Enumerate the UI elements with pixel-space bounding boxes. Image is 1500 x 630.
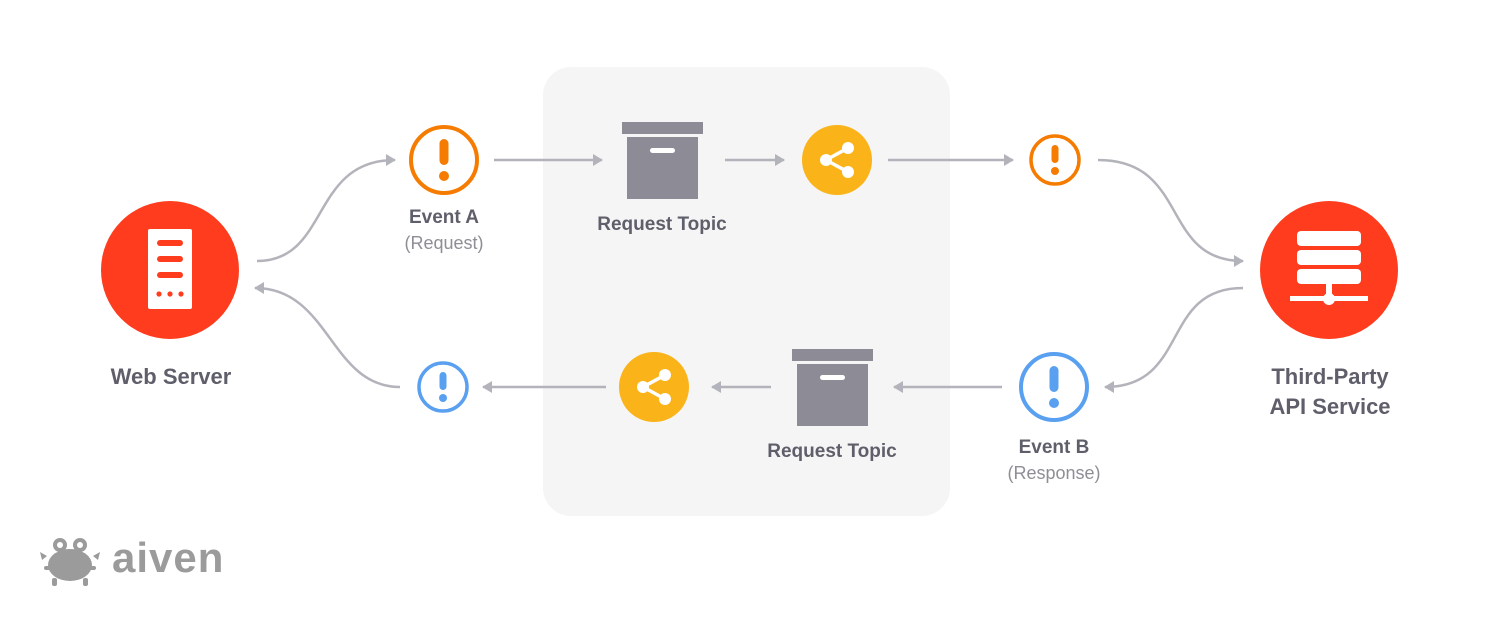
third-party-label-line1: Third-Party: [1271, 364, 1389, 389]
event-b-sub: (Response): [1007, 463, 1101, 483]
event-a-icon: [409, 125, 479, 195]
event-a-sub: (Request): [404, 233, 484, 253]
web-server-node: [101, 201, 239, 339]
topic-bottom-label: Request Topic: [767, 441, 897, 462]
event-b-icon: [1019, 352, 1089, 422]
arrow-event-to-thirdparty: [1097, 158, 1244, 267]
archive-box-icon-bottom: [792, 349, 873, 426]
event-a-label: Event A: [408, 207, 480, 228]
share-icon-bottom: [619, 352, 689, 422]
server-icon: [148, 229, 192, 309]
share-icon-top: [802, 125, 872, 195]
third-party-node: [1260, 201, 1398, 339]
web-server-label: Web Server: [110, 364, 232, 389]
topic-top-label: Request Topic: [597, 214, 727, 235]
third-party-label-line2: API Service: [1269, 394, 1391, 419]
brand-name: aiven: [112, 534, 225, 581]
event-request-forward-icon: [1029, 134, 1081, 186]
event-b-label: Event B: [1018, 437, 1090, 458]
network-server-icon: [1290, 231, 1368, 305]
arrow-web-to-event-a: [256, 154, 396, 263]
arrow-thirdparty-to-event-b: [1104, 286, 1244, 393]
archive-box-icon-top: [622, 122, 703, 199]
crab-logo-icon: [40, 538, 100, 586]
arrow-event-to-web: [254, 282, 401, 389]
event-response-forward-icon: [417, 361, 469, 413]
